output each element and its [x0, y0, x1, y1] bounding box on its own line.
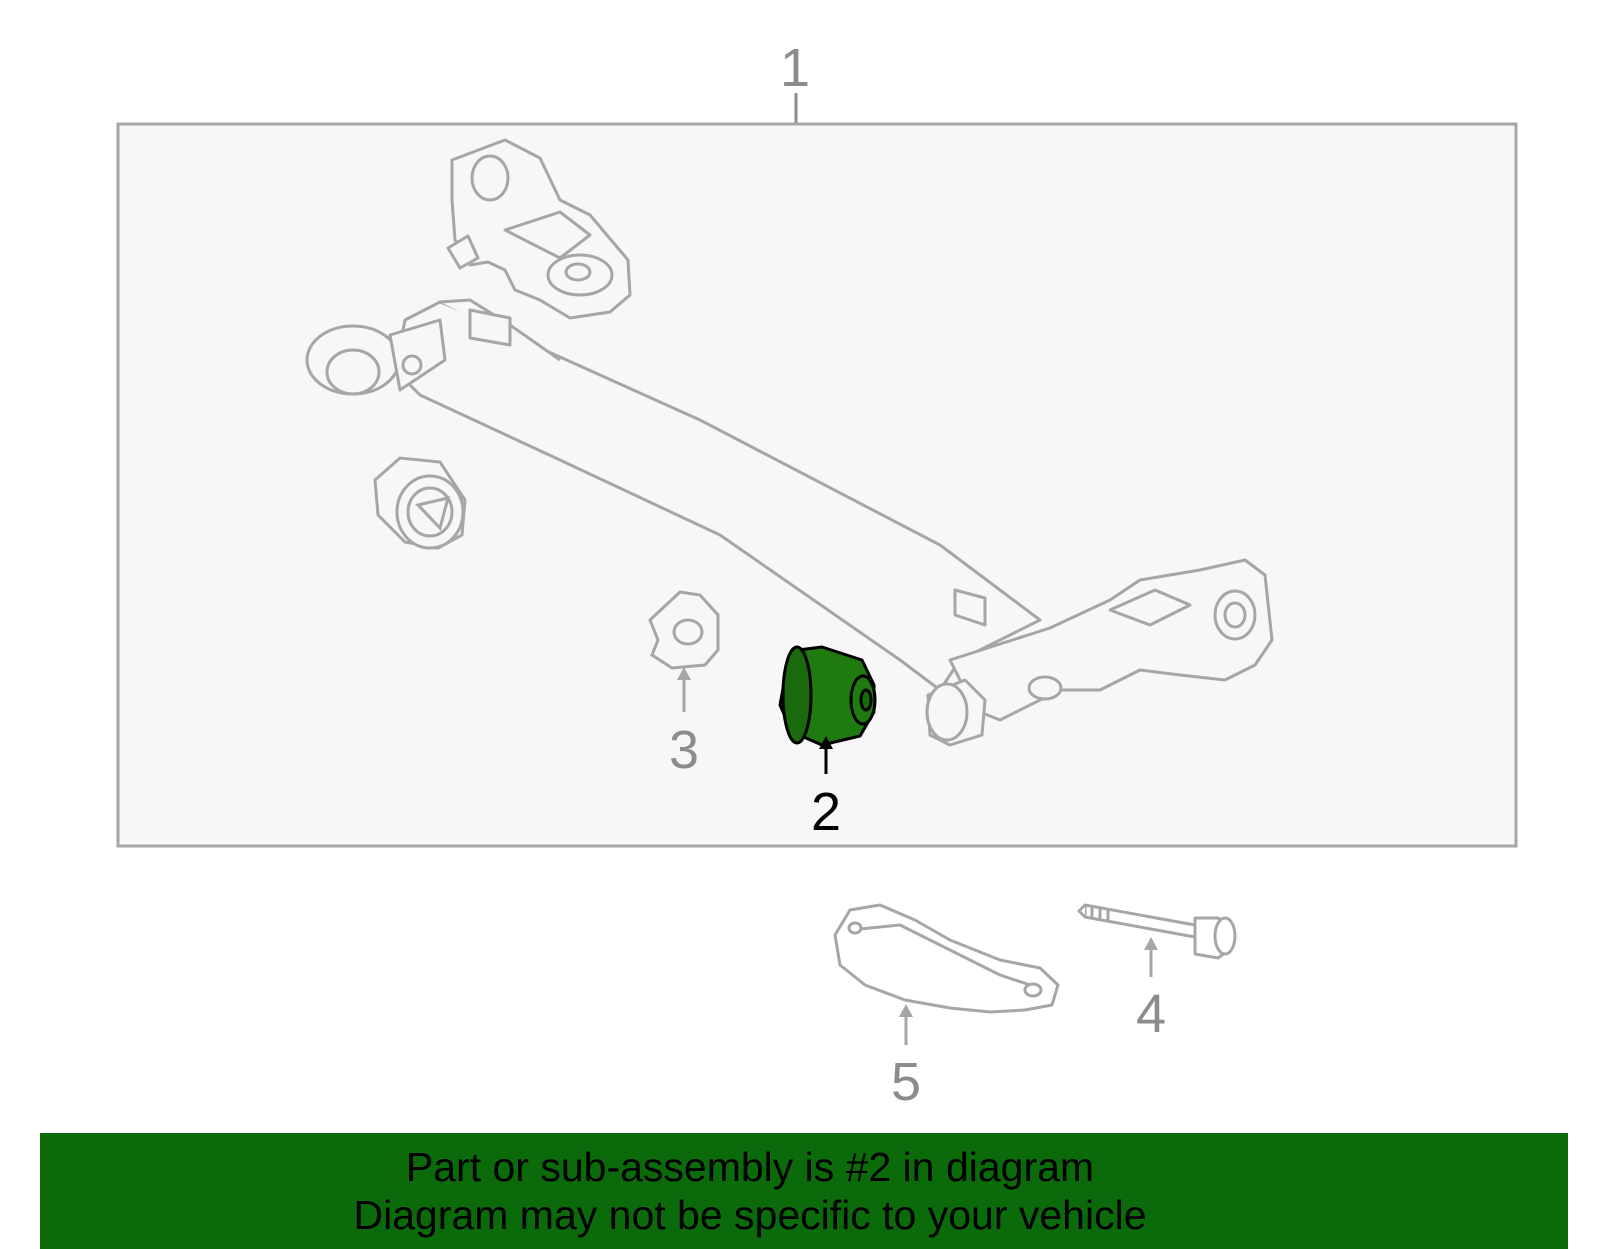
callout-4-arrowhead	[1144, 937, 1158, 950]
callout-2[interactable]: 2	[811, 782, 841, 842]
callout-3[interactable]: 3	[669, 720, 699, 780]
info-banner: Part or sub-assembly is #2 in diagram Di…	[40, 1133, 1568, 1249]
rear-bushing-left[interactable]	[373, 456, 467, 550]
callout-3-arrowhead	[677, 667, 691, 680]
part-3-bracket[interactable]	[648, 590, 720, 670]
rear-axle-beam[interactable]	[305, 138, 1274, 747]
callout-5-arrowhead	[899, 1004, 913, 1017]
parts-diagram: 1	[116, 38, 1518, 1112]
callout-5[interactable]: 5	[891, 1052, 921, 1112]
callout-1[interactable]: 1	[780, 38, 810, 98]
banner-line-2: Diagram may not be specific to your vehi…	[353, 1192, 1147, 1238]
part-4-bolt[interactable]	[1077, 903, 1237, 960]
callout-2-arrowhead	[819, 736, 833, 749]
part-5-bracket[interactable]	[833, 903, 1060, 1014]
part-2-bushing[interactable]	[778, 645, 877, 747]
banner-line-1: Part or sub-assembly is #2 in diagram	[405, 1144, 1095, 1190]
callout-4[interactable]: 4	[1136, 984, 1166, 1044]
